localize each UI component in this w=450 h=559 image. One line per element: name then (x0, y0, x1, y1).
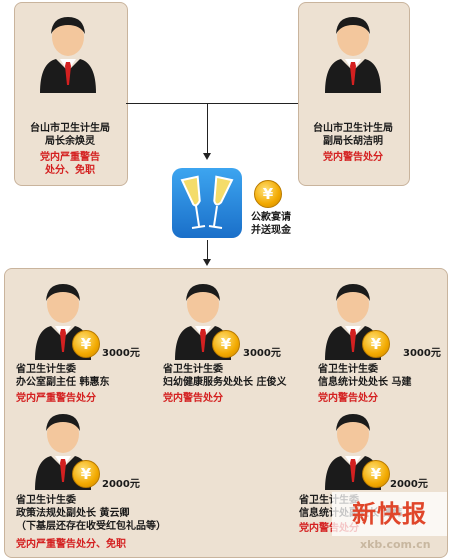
person-1-title: 办公室副主任 韩惠东 (16, 377, 110, 388)
person-5-penalty: 党内警告处分 (299, 523, 359, 534)
person-icon (40, 17, 96, 93)
person-2-org: 省卫生计生委 (163, 364, 223, 375)
connector-horizontal (126, 103, 298, 104)
person-4-org: 省卫生计生委 (16, 495, 76, 506)
arrow-down-icon (203, 153, 211, 160)
arrow-down-icon (203, 259, 211, 266)
person-4-penalty: 党内严重警告处分、免职 (16, 539, 126, 550)
yuan-coin-icon: ¥ (254, 180, 282, 208)
watermark-logo: 新快报 (332, 492, 447, 536)
yuan-coin-icon: ¥ (72, 330, 100, 358)
watermark-url: xkb.com.cn (360, 538, 431, 551)
person-2-amount: 3000元 (243, 348, 281, 359)
person-1-penalty: 党内严重警告处分 (16, 393, 96, 404)
person-3-title: 信息统计处处长 马建 (318, 377, 412, 388)
middle-label-2: 并送现金 (251, 225, 291, 236)
person-5-amount: 2000元 (390, 479, 428, 490)
yuan-coin-icon: ¥ (212, 330, 240, 358)
person-1-org: 省卫生计生委 (16, 364, 76, 375)
top-right-title: 副局长胡洁明 (323, 136, 383, 147)
person-4-title: 政策法规处副处长 黄云卿 (16, 508, 130, 519)
person-4-amount: 2000元 (102, 479, 140, 490)
yuan-coin-icon: ¥ (362, 330, 390, 358)
middle-label-1: 公款宴请 (251, 212, 291, 223)
top-left-title: 局长余焕灵 (45, 136, 95, 147)
top-left-penalty-1: 党内严重警告 (40, 152, 100, 163)
person-2-title: 妇幼健康服务处处长 庄俊义 (163, 377, 287, 388)
person-1-amount: 3000元 (102, 348, 140, 359)
person-3-org: 省卫生计生委 (318, 364, 378, 375)
connector-vertical-top (207, 103, 208, 155)
connector-vertical-bottom (207, 240, 208, 262)
person-5-org: 省卫生计生委 (299, 495, 359, 506)
champagne-glasses-icon (172, 168, 242, 238)
person-4-note: （下基层还存在收受红包礼品等） (16, 521, 166, 532)
top-left-penalty-2: 处分、免职 (45, 165, 95, 176)
person-2-penalty: 党内警告处分 (163, 393, 223, 404)
person-3-amount: 3000元 (403, 348, 441, 359)
top-right-org: 台山市卫生计生局 (313, 123, 393, 134)
person-icon (325, 17, 381, 93)
yuan-coin-icon: ¥ (72, 460, 100, 488)
yuan-coin-icon: ¥ (362, 460, 390, 488)
top-right-penalty: 党内警告处分 (323, 152, 383, 163)
person-3-penalty: 党内警告处分 (318, 393, 378, 404)
top-left-org: 台山市卫生计生局 (30, 123, 110, 134)
